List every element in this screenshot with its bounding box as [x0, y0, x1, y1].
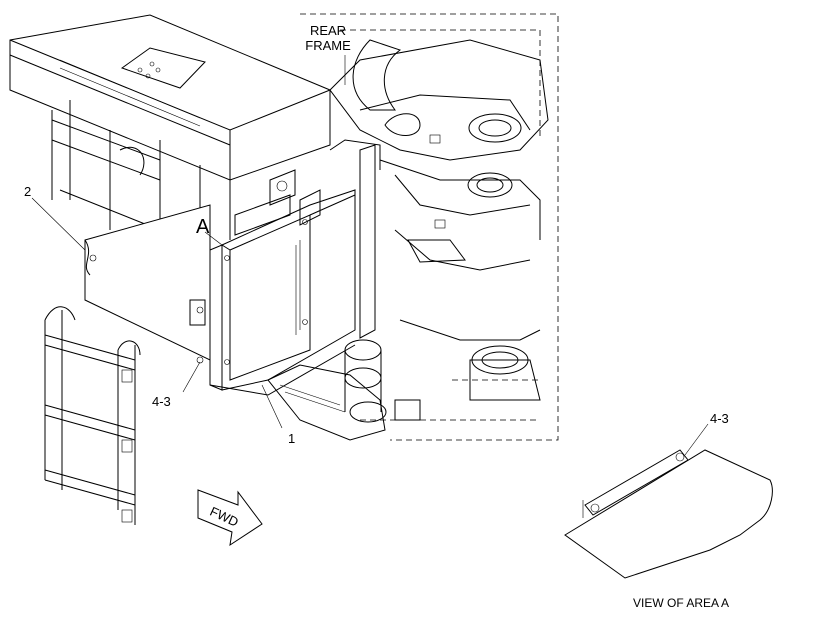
- rear-frame-outline: [300, 13, 559, 441]
- callout-a: A: [196, 216, 210, 238]
- callout-1: 1: [288, 431, 295, 446]
- side-cover-panel: [84, 204, 211, 364]
- lower-ladder: [44, 306, 141, 525]
- leader-lines: [31, 55, 709, 456]
- callout-4-3-left: 4-3: [152, 394, 171, 409]
- rear-frame-label-line1: REAR: [310, 23, 346, 38]
- battery-box: [209, 144, 376, 396]
- forward-arrow: [197, 489, 263, 547]
- engine-hood: [9, 14, 331, 240]
- rear-frame: [329, 39, 549, 421]
- detail-view-area-a: [564, 449, 773, 579]
- callout-4-3-right: 4-3: [710, 411, 729, 426]
- rear-frame-label-line2: FRAME: [305, 38, 351, 53]
- lower-structure: [267, 339, 387, 441]
- upper-ladder: [51, 100, 161, 250]
- view-caption: VIEW OF AREA A: [633, 596, 729, 610]
- callout-2: 2: [24, 184, 31, 199]
